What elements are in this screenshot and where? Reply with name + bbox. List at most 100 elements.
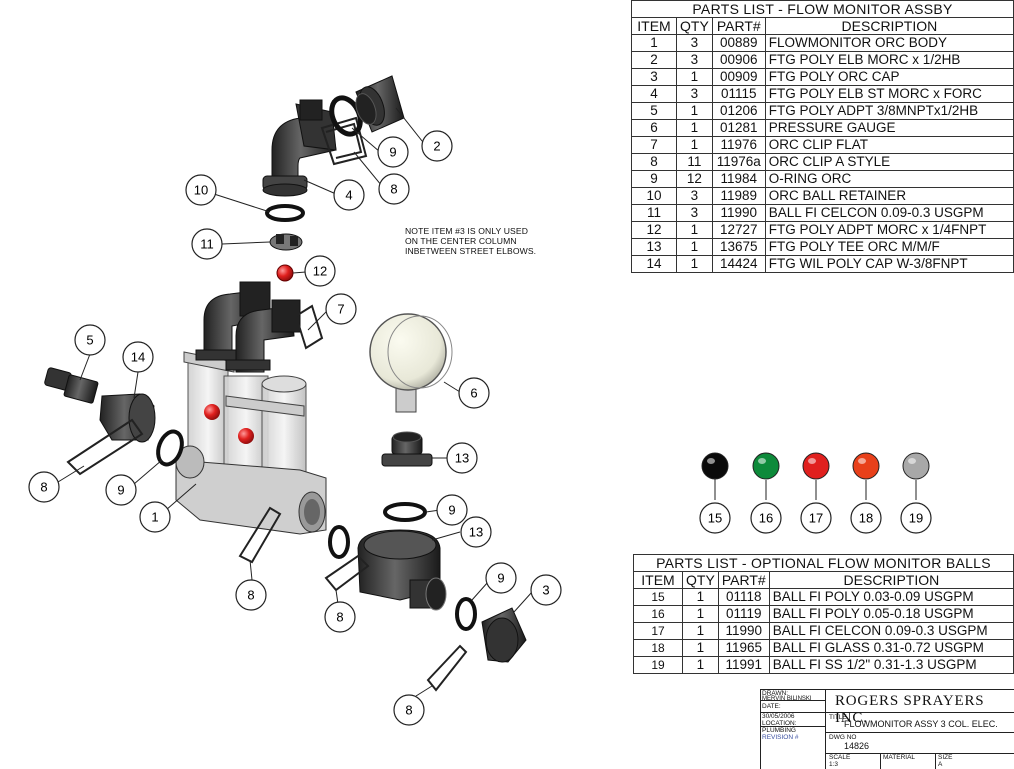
callout-label: 12 xyxy=(313,264,327,279)
parts-list-table: PARTS LIST - FLOW MONITOR ASSBY ITEM QTY… xyxy=(631,0,1014,273)
callout-circle xyxy=(185,174,217,206)
part-9-oring-lower-right xyxy=(455,597,477,631)
cell-qty: 1 xyxy=(676,238,713,256)
cell-qty: 3 xyxy=(676,51,713,69)
ball-highlight xyxy=(858,458,866,464)
cell-description: O-RING ORC xyxy=(764,170,1014,188)
part-1-flowmonitor-body-columns xyxy=(175,351,327,535)
cell-qty: 1 xyxy=(682,622,719,640)
cell-part: 11976a xyxy=(711,153,766,171)
callout-label: 13 xyxy=(469,525,483,540)
callout-label: 10 xyxy=(194,183,208,198)
callout-circle xyxy=(105,474,137,506)
cell-part: 11989 xyxy=(711,187,766,205)
callout-circle xyxy=(378,173,410,205)
ball-highlight xyxy=(707,458,715,464)
dwg-no-value: 14826 xyxy=(844,741,870,751)
callout-circle xyxy=(191,228,223,260)
part-4-elbows-on-body xyxy=(195,281,301,373)
cell-qty: 1 xyxy=(676,255,713,273)
note-line: INBETWEEN STREET ELBOWS. xyxy=(405,246,537,256)
cell-description: FTG POLY ELB ST MORC x FORC xyxy=(764,85,1014,103)
optional-ball-16 xyxy=(752,452,780,480)
cell-part: 00909 xyxy=(711,68,766,86)
part-2-hose-barb-elbow xyxy=(355,75,405,133)
optional-balls xyxy=(701,452,930,480)
cell-description: FTG WIL POLY CAP W-3/8FNPT xyxy=(764,255,1014,273)
callout-circle xyxy=(122,341,154,373)
optional-ball-18 xyxy=(852,452,880,480)
ball-highlight xyxy=(908,458,916,464)
col-header-description: DESCRIPTION xyxy=(768,571,1014,589)
cell-qty: 1 xyxy=(676,68,713,86)
cell-qty: 1 xyxy=(676,136,713,154)
callout-circle xyxy=(304,255,336,287)
callout-circle xyxy=(325,293,357,325)
drawing-title: FLOWMONITOR ASSY 3 COL. ELEC. xyxy=(844,719,998,729)
cell-item: 5 xyxy=(631,102,677,120)
cell-qty: 3 xyxy=(676,187,713,205)
cell-description: ORC CLIP FLAT xyxy=(764,136,1014,154)
cell-part: 01281 xyxy=(711,119,766,137)
part-8-clips-lower xyxy=(238,506,468,692)
cell-qty: 1 xyxy=(676,102,713,120)
cell-description: ORC BALL RETAINER xyxy=(764,187,1014,205)
cell-part: 14424 xyxy=(711,255,766,273)
part-4-street-elbow xyxy=(262,99,337,197)
col-header-part: PART# xyxy=(717,571,770,589)
part-14-cap xyxy=(99,393,156,443)
callout-circle xyxy=(324,601,356,633)
col-header-part: PART# xyxy=(711,17,766,35)
callout-circle xyxy=(377,136,409,168)
note-line: NOTE ITEM #3 IS ONLY USED xyxy=(405,226,529,236)
callout-label: 14 xyxy=(131,350,145,365)
title-label: TITLE xyxy=(829,714,847,721)
callout-circle xyxy=(485,562,517,594)
ball-highlight xyxy=(758,458,766,464)
cell-description: BALL FI POLY 0.03-0.09 USGPM xyxy=(768,588,1014,606)
cell-item: 10 xyxy=(631,187,677,205)
optional-balls-table: PARTS LIST - OPTIONAL FLOW MONITOR BALLS… xyxy=(633,554,1014,674)
cell-qty: 12 xyxy=(676,170,713,188)
callout-circle xyxy=(530,574,562,606)
ball-highlight xyxy=(808,458,816,464)
cell-description: FTG POLY TEE ORC M/M/F xyxy=(764,238,1014,256)
company-name: ROGERS SPRAYERS INC. xyxy=(835,693,985,726)
cell-part: 01115 xyxy=(711,85,766,103)
callout-label: 18 xyxy=(859,511,873,526)
leader-lines xyxy=(57,107,917,697)
cell-description: FTG POLY ELB MORC x 1/2HB xyxy=(764,51,1014,69)
cell-qty: 1 xyxy=(682,656,719,674)
callout-circle xyxy=(74,324,106,356)
cell-item: 6 xyxy=(631,119,677,137)
cell-description: BALL FI CELCON 0.09-0.3 USGPM xyxy=(764,204,1014,222)
cell-part: 11991 xyxy=(717,656,770,674)
cell-item: 12 xyxy=(631,221,677,239)
cell-part: 11990 xyxy=(711,204,766,222)
cell-item: 15 xyxy=(633,588,683,606)
location-value: PLUMBING xyxy=(762,727,796,734)
revision-label: REVISION # xyxy=(762,734,799,741)
date-label: DATE: xyxy=(762,703,781,710)
drawn-label: DRAWN: xyxy=(762,690,789,697)
callout-label: 5 xyxy=(86,333,93,348)
optional-ball-19 xyxy=(902,452,930,480)
callout-label: 9 xyxy=(497,571,504,586)
cell-qty: 1 xyxy=(676,119,713,137)
cell-part: 01206 xyxy=(711,102,766,120)
cell-item: 8 xyxy=(631,153,677,171)
callout-label: 8 xyxy=(405,703,412,718)
cell-qty: 3 xyxy=(676,34,713,52)
cell-part: 12727 xyxy=(711,221,766,239)
callout-label: 16 xyxy=(759,511,773,526)
cell-part: 00889 xyxy=(711,34,766,52)
